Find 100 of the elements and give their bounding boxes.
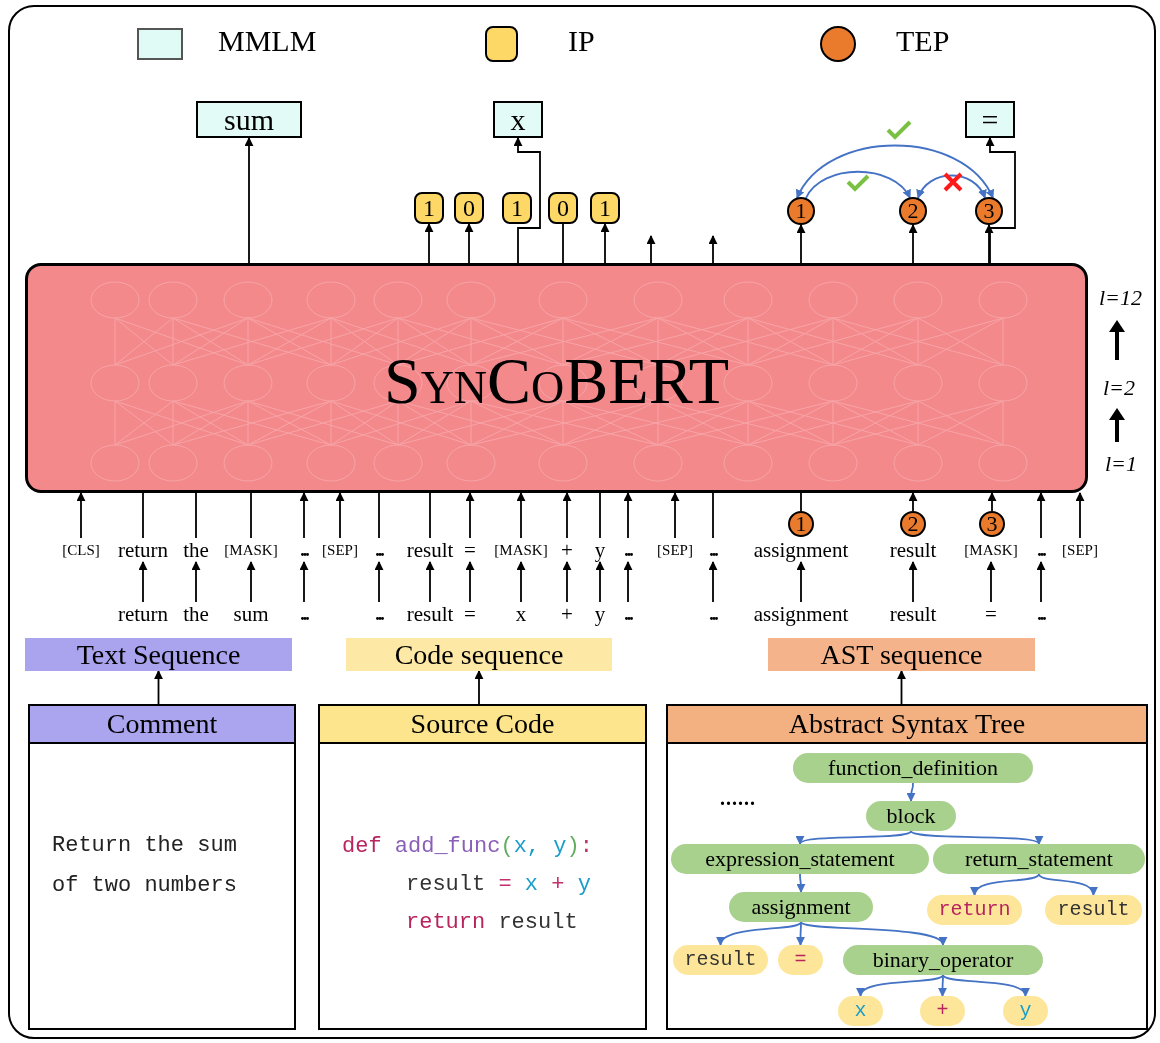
arrow <box>465 561 475 603</box>
arrow <box>154 670 163 705</box>
arrow <box>299 492 309 539</box>
ast-leaf: return <box>927 895 1022 925</box>
token-text: [CLS] <box>62 542 100 558</box>
token-text: [MASK] <box>964 542 1018 558</box>
legend-label: TEP <box>896 26 950 56</box>
ast-leaf: y <box>1003 996 1048 1026</box>
token-text: [SEP] <box>1062 542 1098 558</box>
arrow <box>76 492 86 539</box>
layer-label: l=2 <box>1103 377 1135 399</box>
arrow <box>464 223 474 264</box>
arrow <box>972 873 1040 896</box>
token-text: ... <box>375 605 383 623</box>
connector-line <box>800 492 802 512</box>
ast-leaf: + <box>920 996 965 1026</box>
arrow <box>985 137 1016 264</box>
arrow <box>562 561 572 603</box>
ip-label-badge: 1 <box>414 192 444 224</box>
token-text: + <box>561 539 573 561</box>
token-text: [SEP] <box>657 542 693 558</box>
token-text: return <box>117 603 169 625</box>
code-line: result = x + y <box>405 871 592 899</box>
ip-label-badge: 1 <box>502 192 532 224</box>
arrow <box>805 170 911 199</box>
arrow <box>138 561 148 603</box>
token-text: ... <box>709 541 717 559</box>
arrow <box>299 561 309 603</box>
token-text: x <box>515 603 527 625</box>
ast-node: assignment <box>729 892 873 922</box>
arrow <box>917 174 986 199</box>
arrow <box>474 670 484 705</box>
arrow <box>374 561 384 603</box>
arrow <box>908 492 918 512</box>
connector-line <box>429 492 431 539</box>
token-text: result <box>889 539 937 561</box>
arrow <box>942 974 1027 997</box>
arrow <box>335 492 345 539</box>
ast-node: binary_operator <box>843 945 1043 975</box>
token-text: [SEP] <box>322 542 358 558</box>
arrow <box>623 492 633 539</box>
token-text: ... <box>624 541 632 559</box>
arrow <box>984 224 994 264</box>
arrow <box>1038 873 1096 896</box>
panel-header: Abstract Syntax Tree <box>668 706 1146 744</box>
arrow <box>246 561 256 603</box>
prediction-box: sum <box>196 101 302 138</box>
ast-node: expression_statement <box>671 844 929 874</box>
arrow <box>595 561 605 603</box>
token-text: = <box>464 539 476 561</box>
connector-line <box>599 492 601 539</box>
ip-label-badge: 0 <box>454 192 484 224</box>
token-text: assignment <box>753 603 849 625</box>
arrow <box>191 561 201 603</box>
ip-label-badge: 1 <box>590 192 620 224</box>
arrow <box>859 974 944 997</box>
token-text: ... <box>1037 541 1045 559</box>
arrow <box>1075 492 1085 539</box>
arrow <box>425 561 435 603</box>
sequence-band: Text Sequence <box>25 638 292 671</box>
token-text: ... <box>709 605 717 623</box>
arrow <box>465 492 475 539</box>
arrow <box>623 561 633 603</box>
token-text: ... <box>1037 605 1045 623</box>
arrow <box>897 670 906 705</box>
token-text: = <box>464 603 476 625</box>
arrow <box>796 224 806 264</box>
arrow <box>908 224 918 264</box>
sequence-band: Code sequence <box>346 638 612 671</box>
layer-label: l=12 <box>1099 287 1142 309</box>
arrow <box>796 921 805 946</box>
panel-header: Comment <box>30 706 294 744</box>
arrow <box>718 921 802 946</box>
layer-label: l=1 <box>1105 453 1137 475</box>
arrow <box>424 223 434 264</box>
token-text: y <box>594 603 606 625</box>
arrow <box>513 137 541 264</box>
panel-box <box>666 704 1148 1030</box>
arrow <box>562 492 572 539</box>
token-text: return <box>117 539 169 561</box>
panel-box <box>318 704 647 1030</box>
arrow <box>1036 492 1046 539</box>
token-text: result <box>406 539 454 561</box>
token-text: the <box>183 539 209 561</box>
model-name: SynCoBERT <box>383 348 730 414</box>
token-text: [MASK] <box>494 542 548 558</box>
ellipsis-text: ...... <box>720 788 756 808</box>
arrow <box>1036 561 1046 603</box>
arrow <box>908 561 918 603</box>
prediction-box: = <box>965 101 1015 138</box>
connector-line <box>250 492 252 539</box>
token-text: ... <box>624 605 632 623</box>
arrow <box>796 873 806 893</box>
token-text: = <box>985 603 997 625</box>
connector-line <box>712 492 714 539</box>
arrow <box>516 492 526 539</box>
ip-label-badge: 0 <box>548 192 578 224</box>
comment-text: Return the sum of two numbers <box>52 832 238 900</box>
token-text: ... <box>375 541 383 559</box>
prediction-box: x <box>493 101 543 138</box>
